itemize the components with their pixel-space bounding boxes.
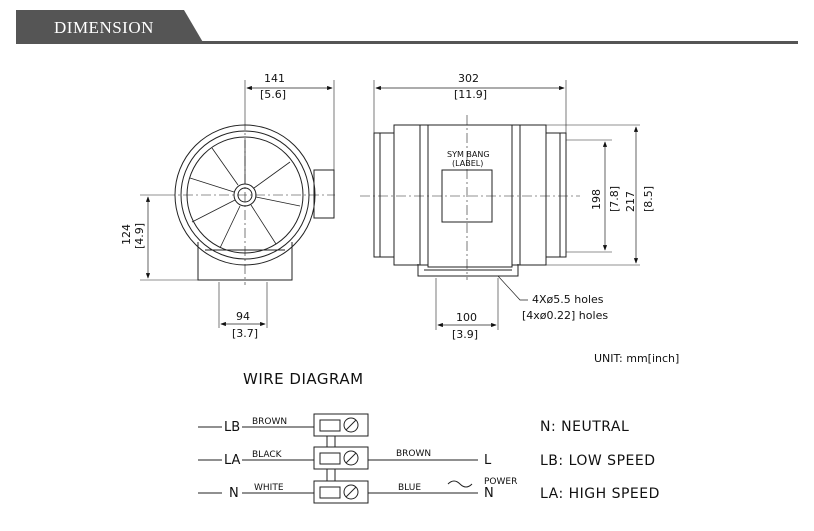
wire-color-n-right: BLUE xyxy=(398,483,421,493)
side-length-mm: 302 xyxy=(458,72,479,85)
left-body xyxy=(393,124,429,266)
side-inner-height-mm: 198 xyxy=(590,189,603,210)
front-extension-lines xyxy=(140,80,335,328)
terminal-block-lb xyxy=(313,413,369,437)
right-body xyxy=(512,124,547,266)
junction-box xyxy=(313,169,335,219)
holes-mm: 4Xø5.5 holes xyxy=(532,293,604,306)
front-centerlines xyxy=(165,120,335,285)
wire-color-lb-left: BROWN xyxy=(252,417,287,427)
front-base-mm: 94 xyxy=(236,310,250,323)
wire-terminal-lb: LB xyxy=(224,420,240,435)
front-width-in: [5.6] xyxy=(260,88,286,101)
jumper-1 xyxy=(326,435,336,448)
front-height-in: [4.9] xyxy=(133,223,146,249)
wire-terminal-n: N xyxy=(229,486,239,501)
wire-terminal-la: LA xyxy=(224,453,241,468)
legend-high-speed: LA: HIGH SPEED xyxy=(540,486,660,502)
legend-low-speed: LB: LOW SPEED xyxy=(540,453,656,469)
front-width-mm: 141 xyxy=(264,72,285,85)
label-line-1: SYM BANG xyxy=(447,150,490,159)
side-centerlines xyxy=(360,115,580,280)
holes-in: [4xø0.22] holes xyxy=(522,309,608,322)
header-rule xyxy=(16,41,798,44)
terminal-block-n xyxy=(313,480,369,504)
legend-neutral: N: NEUTRAL xyxy=(540,419,629,435)
side-length-in: [11.9] xyxy=(454,88,487,101)
terminal-block-la xyxy=(313,446,369,470)
wire-terminal-l: L xyxy=(484,453,492,468)
wire-diagram-title: WIRE DIAGRAM xyxy=(243,370,364,388)
right-collar xyxy=(545,132,567,258)
wire-color-la-left: BLACK xyxy=(252,450,283,460)
side-extension-lines xyxy=(373,80,640,330)
power-label: POWER xyxy=(484,477,517,487)
side-outer-height-in: [8.5] xyxy=(642,186,655,212)
section-title: DIMENSION xyxy=(54,18,154,37)
wire-terminal-n-right: N xyxy=(484,486,494,501)
side-base xyxy=(417,264,519,277)
side-view xyxy=(360,80,640,330)
side-base-in: [3.9] xyxy=(452,328,478,341)
front-view xyxy=(140,80,335,328)
unit-note: UNIT: mm[inch] xyxy=(594,352,679,365)
front-base-in: [3.7] xyxy=(232,327,258,340)
side-outer-height-mm: 217 xyxy=(624,191,637,212)
front-base xyxy=(197,242,293,281)
jumper-2 xyxy=(326,468,336,482)
side-base-mm: 100 xyxy=(456,311,477,324)
power-symbol xyxy=(447,480,473,488)
front-height-mm: 124 xyxy=(120,224,133,245)
label-line-2: (LABEL) xyxy=(452,159,483,168)
holes-leader xyxy=(497,275,528,301)
side-inner-height-in: [7.8] xyxy=(608,186,621,212)
left-collar xyxy=(373,132,395,258)
section-header: DIMENSION xyxy=(16,0,798,46)
wire-color-n-left: WHITE xyxy=(254,483,284,493)
section-tab xyxy=(16,10,204,44)
wire-color-la-right: BROWN xyxy=(396,449,431,459)
wire-diagram xyxy=(198,413,478,504)
